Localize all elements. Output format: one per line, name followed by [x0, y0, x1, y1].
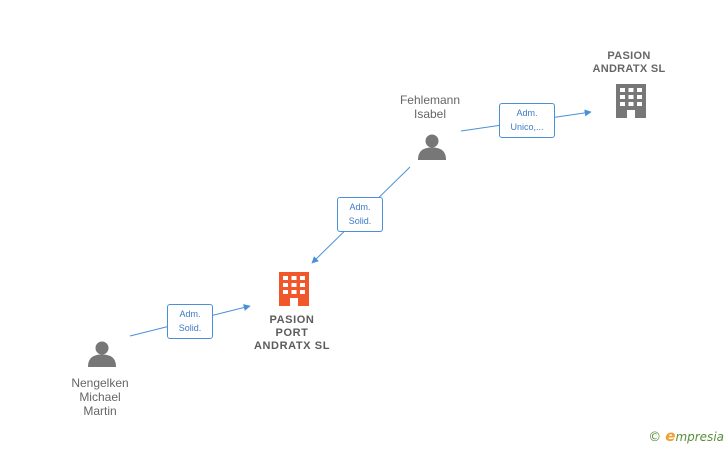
brand-logo-initial: e: [665, 427, 676, 445]
brand-watermark: ©empresia: [648, 427, 724, 445]
edge-label-fehlemann-to-pasion-port-andratx: Adm. Solid.: [337, 197, 383, 232]
person-icon[interactable]: [88, 341, 116, 368]
building-icon[interactable]: [279, 272, 309, 306]
edge-label-nengelken-to-pasion-port-andratx: Adm. Solid.: [167, 304, 213, 339]
person-label-nengelken[interactable]: Nengelken Michael Martin: [71, 376, 129, 418]
edge-label-fehlemann-to-pasion-andratx: Adm. Unico,...: [499, 103, 555, 138]
person-icon[interactable]: [418, 134, 446, 161]
company-label-pasion-port-andratx[interactable]: PASION PORT ANDRATX SL: [253, 314, 331, 352]
brand-logo-text: mpresia: [675, 430, 724, 444]
building-icon[interactable]: [616, 84, 646, 118]
company-label-pasion-andratx[interactable]: PASION ANDRATX SL: [592, 50, 666, 75]
copyright-symbol: ©: [648, 430, 662, 445]
person-label-fehlemann[interactable]: Fehlemann Isabel: [399, 93, 461, 121]
